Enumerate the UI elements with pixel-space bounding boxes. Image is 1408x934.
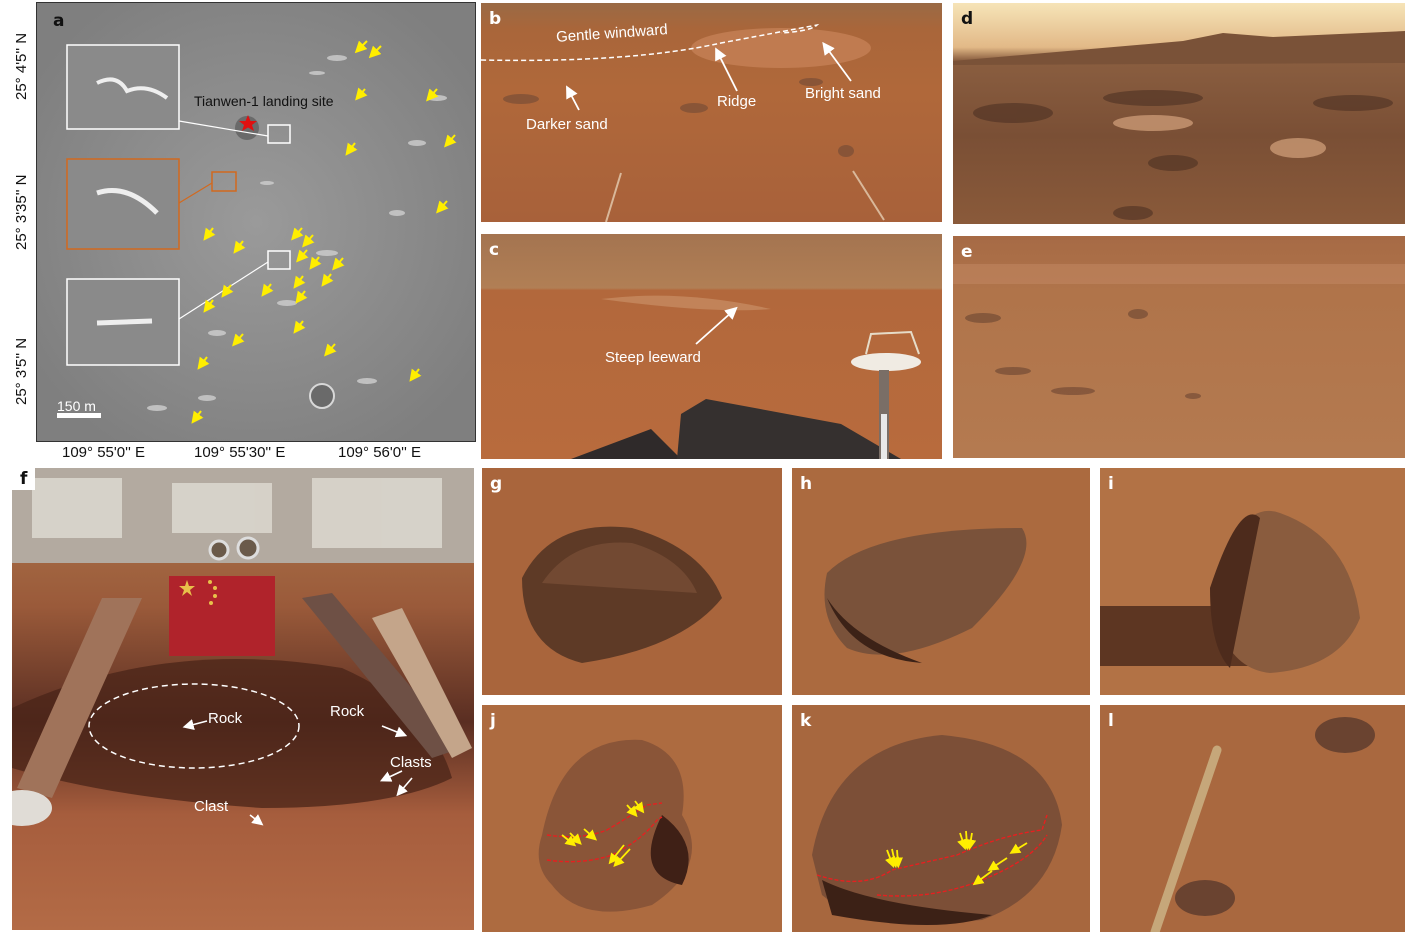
panel-label-g: g xyxy=(490,474,503,494)
panel-l-photo: l xyxy=(1100,705,1405,932)
dune-arrows xyxy=(191,40,457,424)
panel-f-photo: f Rock Rock Clasts Clast xyxy=(12,468,474,930)
annotation-rock-circled: Rock xyxy=(208,710,243,727)
panel-c-photo: c Steep leeward xyxy=(481,234,942,459)
x-tick-2: 109° 55'30'' E xyxy=(194,444,286,461)
y-tick-1: 25° 4'5'' N xyxy=(13,32,30,100)
panel-label-k: k xyxy=(800,711,812,731)
panel-i-photo: i xyxy=(1100,468,1405,695)
panel-label-h: h xyxy=(800,474,813,494)
scale-bar xyxy=(57,413,101,418)
panel-label-j: j xyxy=(490,711,496,731)
panel-label-d: d xyxy=(961,9,974,29)
panel-h-photo: h xyxy=(792,468,1090,695)
x-tick-3: 109° 56'0'' E xyxy=(338,444,421,461)
panel-label-b: b xyxy=(489,9,502,29)
inset-middle xyxy=(66,158,180,250)
panel-a-map: a Tianwen-1 landing site 150 m xyxy=(36,2,476,442)
annotation-ridge: Ridge xyxy=(717,93,757,110)
panel-e-photo: e xyxy=(953,236,1405,458)
x-tick-1: 109° 55'0'' E xyxy=(62,444,145,461)
panel-k-photo: k xyxy=(792,705,1090,932)
annotation-clasts: Clasts xyxy=(390,754,432,771)
annotation-darker-sand: Darker sand xyxy=(526,116,608,133)
panel-label-l: l xyxy=(1108,711,1114,731)
panel-label-c: c xyxy=(489,240,500,260)
annotation-steep-leeward: Steep leeward xyxy=(605,349,701,366)
y-tick-3: 25° 3'5'' N xyxy=(13,337,30,405)
panel-d-photo: d xyxy=(953,3,1405,224)
landing-site-star-icon xyxy=(239,115,257,131)
scale-bar-label: 150 m xyxy=(57,398,96,414)
annotation-bright-sand: Bright sand xyxy=(805,85,881,102)
annotation-rock-right: Rock xyxy=(330,703,365,720)
panel-g-photo: g xyxy=(482,468,782,695)
annotation-clast: Clast xyxy=(194,798,229,815)
panel-label-e: e xyxy=(961,242,973,262)
map-overlay xyxy=(37,3,475,441)
y-tick-2: 25° 3'35'' N xyxy=(13,174,30,250)
landing-site-label: Tianwen-1 landing site xyxy=(194,93,334,109)
panel-label-i: i xyxy=(1108,474,1114,494)
panel-j-photo: j xyxy=(482,705,782,932)
panel-b-photo: b Gentle windward Ridge Bright sand Dark… xyxy=(481,3,942,222)
panel-label-f: f xyxy=(12,468,36,490)
panel-label-a: a xyxy=(53,11,65,31)
